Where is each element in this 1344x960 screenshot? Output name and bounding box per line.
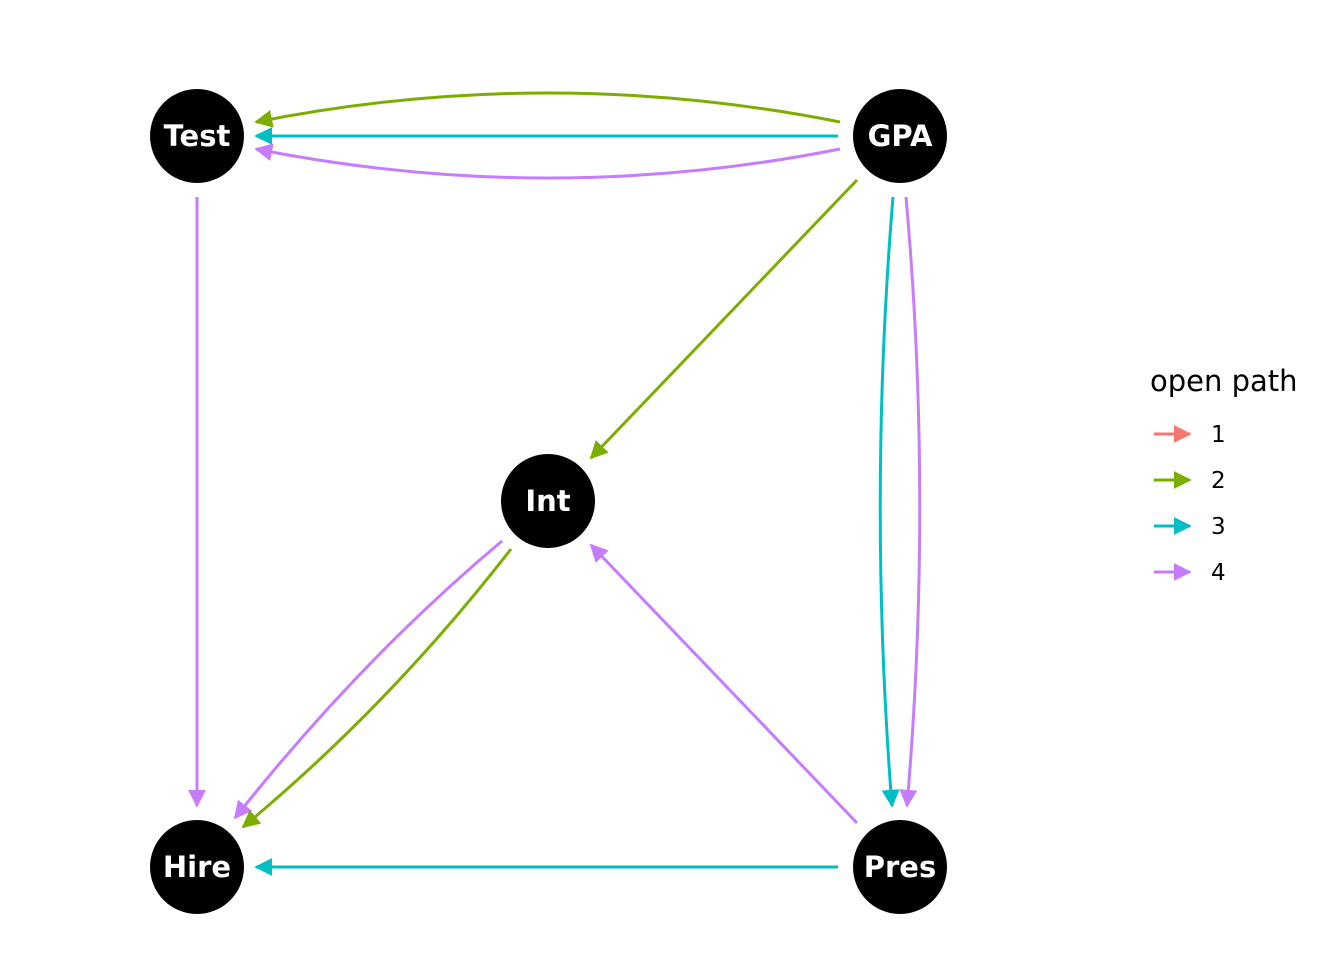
legend-label: 2: [1211, 468, 1226, 494]
legend-title: open path: [1150, 364, 1298, 398]
node-circle: [853, 89, 947, 183]
edge-gpa-to-test-path-2: [254, 91, 841, 128]
edge-gpa-to-test-path-4: [254, 143, 841, 180]
node-circle: [853, 820, 947, 914]
node-label: GPA: [868, 119, 933, 153]
edges: [188, 91, 922, 876]
node-circle: [501, 454, 595, 548]
edge-int-to-hire-path-2: [241, 548, 513, 829]
edge-gpa-to-pres-path-3: [878, 196, 900, 808]
legend-item-1: 1: [1154, 422, 1226, 448]
node-label: Hire: [163, 850, 231, 884]
legend-item-4: 4: [1154, 560, 1226, 586]
edge-pres-to-int-path-4: [589, 543, 859, 825]
edge-int-to-hire-path-4: [233, 539, 503, 820]
node-pres: Pres: [853, 820, 947, 914]
node-label: Test: [164, 119, 231, 153]
edge-gpa-to-int-path-2: [589, 178, 859, 460]
legend-label: 3: [1211, 514, 1226, 540]
node-label: Pres: [864, 850, 937, 884]
legend: open path 1 2 3 4: [1150, 364, 1298, 586]
node-test: Test: [150, 89, 244, 183]
legend-item-3: 3: [1154, 514, 1226, 540]
node-hire: Hire: [150, 820, 244, 914]
node-circle: [150, 89, 244, 183]
legend-label: 1: [1211, 422, 1226, 448]
edge-gpa-to-pres-path-4: [899, 196, 922, 808]
node-gpa: GPA: [853, 89, 947, 183]
legend-item-2: 2: [1154, 468, 1226, 494]
node-label: Int: [525, 484, 570, 518]
node-int: Int: [501, 454, 595, 548]
legend-label: 4: [1211, 560, 1226, 586]
node-circle: [150, 820, 244, 914]
